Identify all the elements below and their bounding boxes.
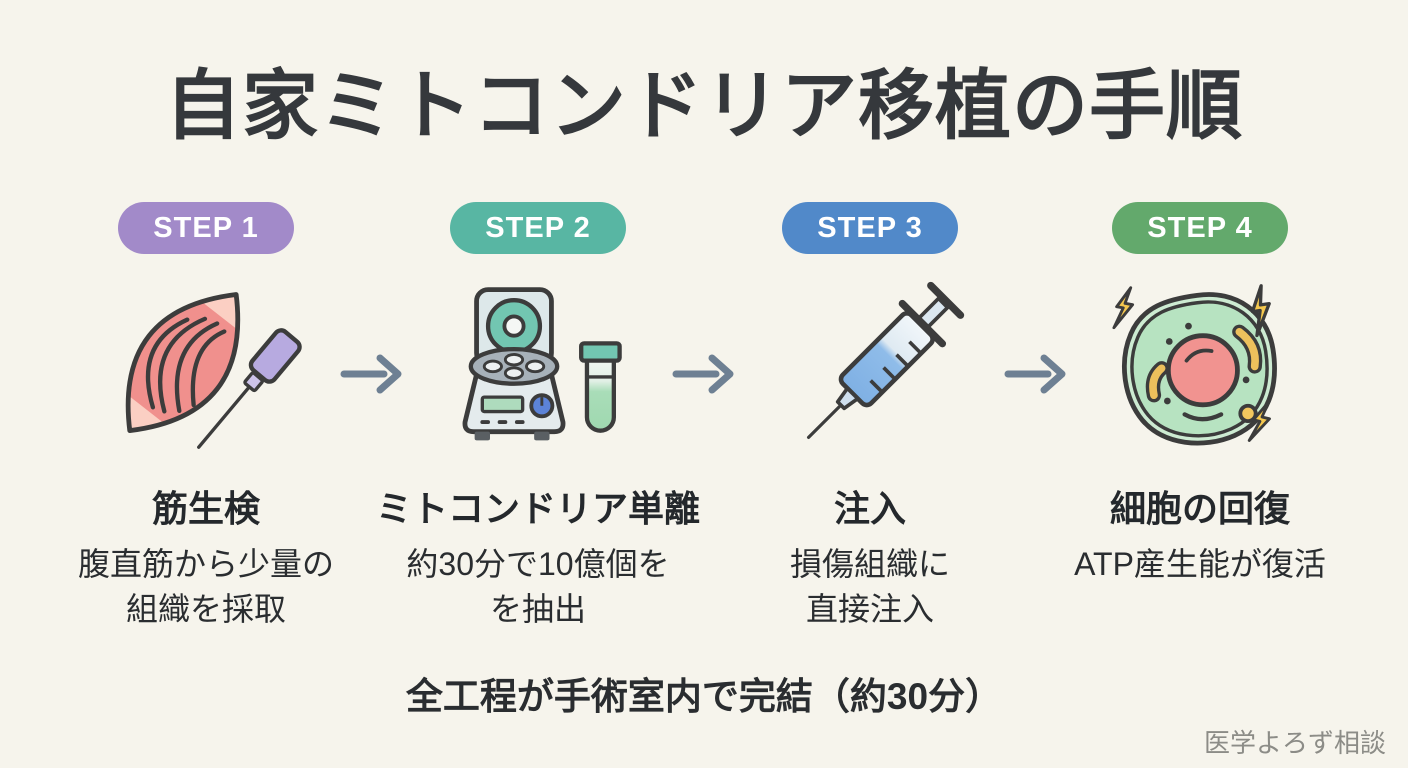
- muscle-biopsy-icon: [56, 280, 356, 472]
- step-2-description-line-2: を抽出: [489, 591, 586, 627]
- step-1-badge: STEP 1: [118, 202, 294, 254]
- step-1-column: STEP 1: [56, 202, 356, 632]
- step-1-description-line-1: 腹直筋から少量の: [77, 546, 334, 582]
- step-2-heading: ミトコンドリア単離: [375, 488, 700, 529]
- step-3-column: STEP 3: [720, 202, 1020, 632]
- flow-arrow-icon: [1004, 354, 1066, 394]
- syringe-svg: [806, 281, 965, 440]
- step-2-description-line-1: 約30分で10億個を: [406, 546, 670, 582]
- step-4-description-line-1: ATP産生能が復活: [1074, 546, 1326, 582]
- step-4-heading: 細胞の回復: [1109, 488, 1290, 529]
- flow-arrow-icon: [340, 354, 402, 394]
- step-1-description-line-2: 組織を採取: [125, 591, 286, 627]
- step-3-heading: 注入: [833, 488, 906, 529]
- step-2-description: 約30分で10億個を を抽出: [328, 542, 748, 632]
- step-3-description: 損傷組織に 直接注入: [660, 542, 1080, 632]
- step-2-badge: STEP 2: [450, 202, 626, 254]
- centrifuge-svg: [462, 287, 622, 441]
- watermark-text: 医学よろず相談: [1203, 728, 1386, 758]
- step-1-description: 腹直筋から少量の 組織を採取: [0, 542, 416, 632]
- step-4-description: ATP産生能が復活: [990, 542, 1408, 587]
- step-3-badge: STEP 3: [782, 202, 958, 254]
- page-title: 自家ミトコンドリア移植の手順: [165, 64, 1243, 149]
- step-4-badge: STEP 4: [1112, 202, 1288, 254]
- cell-recovery-icon: [1050, 280, 1350, 472]
- step-3-description-line-2: 直接注入: [805, 591, 934, 627]
- centrifuge-icon: [388, 280, 688, 472]
- muscle-biopsy-svg: [106, 280, 302, 458]
- step-1-heading: 筋生検: [151, 488, 260, 529]
- step-3-description-line-1: 損傷組織に: [789, 546, 950, 582]
- step-2-column: STEP 2: [376, 202, 700, 632]
- syringe-icon: [720, 280, 1020, 472]
- summary-text: 全工程が手術室内で完結（約30分）: [405, 676, 1003, 717]
- step-4-column: STEP 4: [1050, 202, 1350, 587]
- flow-arrow-icon: [672, 354, 734, 394]
- cell-recovery-svg: [1111, 283, 1277, 446]
